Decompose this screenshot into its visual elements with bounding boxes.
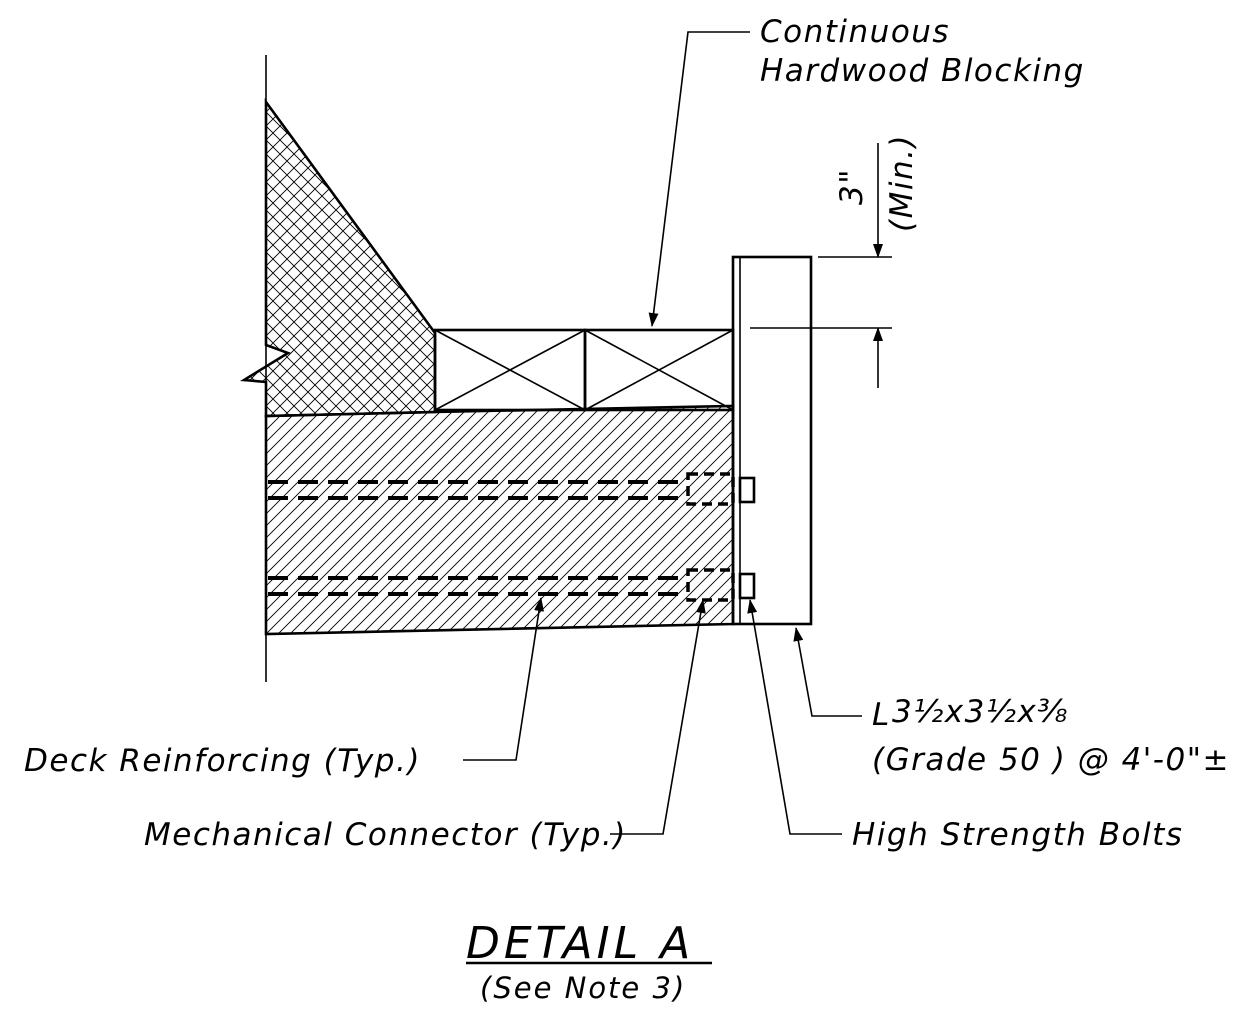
- label-angle-size: L: [872, 697, 891, 733]
- deck-reinforcing-bars: [268, 480, 688, 596]
- parapet-crosshatch: [239, 98, 437, 418]
- leader-blocking: [648, 31, 750, 327]
- leader-bolts: [747, 599, 842, 835]
- hardwood-blocking: [433, 328, 735, 412]
- label-angle-dims: 3½x3½x⅜: [892, 694, 1069, 730]
- leader-mechanical-connector: [610, 599, 706, 835]
- label-angle-grade: (Grade 50 ) @ 4'-0"±: [872, 742, 1230, 778]
- label-deck-reinforcing: Deck Reinforcing (Typ.): [24, 743, 421, 779]
- deck-slab: [264, 404, 735, 636]
- label-mechanical-connector: Mechanical Connector (Typ.): [144, 817, 627, 853]
- mechanical-connectors: [686, 472, 735, 602]
- label-dim-note: (Min.): [884, 134, 920, 232]
- leader-deck-reinforcing: [463, 597, 544, 761]
- label-high-strength-bolts: High Strength Bolts: [852, 817, 1183, 853]
- leader-angle: [793, 627, 862, 717]
- dimension-3in: [750, 143, 892, 388]
- detail-subtitle: (See Note 3): [480, 971, 686, 1005]
- label-blocking-line1: Continuous: [760, 14, 950, 50]
- label-dim-value: 3": [834, 168, 870, 205]
- high-strength-bolts: [738, 476, 756, 600]
- label-blocking-line2: Hardwood Blocking: [760, 53, 1085, 89]
- detail-title: DETAIL A: [466, 918, 694, 969]
- steel-angle: [731, 255, 813, 626]
